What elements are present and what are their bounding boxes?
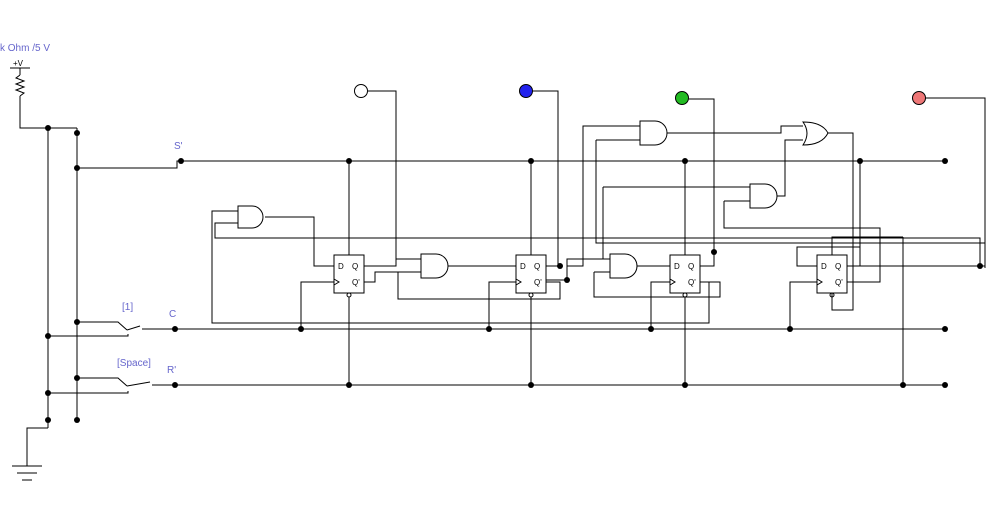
ff2-d-label: D (520, 262, 526, 271)
supply-symbol-label: +V (13, 59, 24, 68)
led-3 (675, 91, 689, 105)
and-gate-1 (237, 205, 264, 229)
led-4 (912, 91, 926, 105)
ff1-q-label: Q (352, 262, 358, 271)
clock-key-label: [1] (122, 302, 133, 313)
flipflop-4: D Q Q' (816, 254, 848, 298)
ff2-qbar-label: Q' (534, 278, 542, 287)
ff3-qbar-label: Q' (688, 278, 696, 287)
junction-dots (45, 125, 983, 423)
and-gate-5 (749, 183, 778, 209)
flipflop-1: D Q Q' (333, 254, 365, 298)
pullup-resistor (14, 74, 26, 97)
and-gate-2 (420, 253, 449, 279)
or-gate (802, 121, 829, 146)
and-gate-4 (639, 120, 668, 146)
ff2-q-label: Q (534, 262, 540, 271)
set-line (77, 160, 945, 169)
ground-symbol (12, 427, 48, 481)
clock-switch[interactable] (48, 321, 141, 337)
supply-label: k Ohm /5 V (0, 43, 50, 54)
flipflop-3: D Q Q' (669, 254, 701, 298)
ff3-q-label: Q (688, 262, 694, 271)
ff1-qbar-label: Q' (352, 278, 360, 287)
supply-symbol: +V (10, 59, 77, 129)
set-label: S' (174, 141, 183, 152)
ff1-d-label: D (338, 262, 344, 271)
and-gate-3 (609, 253, 638, 279)
led-1 (354, 84, 368, 98)
ff4-q-label: Q (835, 262, 841, 271)
clock-label: C (169, 309, 176, 320)
ff4-qbar-label: Q' (835, 278, 843, 287)
reset-switch[interactable] (48, 377, 151, 394)
reset-label: R' (167, 365, 176, 376)
ff3-d-label: D (674, 262, 680, 271)
flipflop-2: D Q Q' (515, 254, 547, 298)
ff4-d-label: D (821, 262, 827, 271)
led-2 (519, 84, 533, 98)
reset-key-label: [Space] (117, 358, 151, 369)
